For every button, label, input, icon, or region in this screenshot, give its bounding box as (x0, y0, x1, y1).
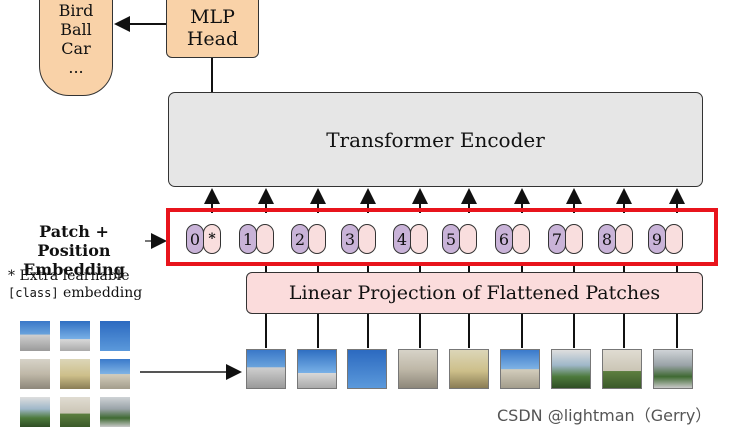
image-patch-2 (297, 349, 337, 389)
extra-note-line1: * Extra learnable (8, 268, 130, 284)
patch-lines (265, 314, 678, 348)
extra-embedding-note: * Extra learnable [class] embedding (8, 268, 168, 302)
image-patch-3 (347, 349, 387, 389)
pe-label-line2: Embedding (23, 260, 125, 279)
class-token-text: [class] (8, 286, 59, 300)
class-label-bird: Bird (58, 1, 94, 20)
watermark: CSDN @lightman（Gerry） (497, 406, 712, 425)
image-patch-9 (653, 349, 693, 389)
position-token-1: 1 (239, 224, 257, 254)
grid-patch-8 (60, 397, 90, 427)
image-patch-1 (246, 349, 286, 389)
class-output-box: Bird Ball Car ... (39, 0, 113, 96)
grid-patch-5 (60, 359, 90, 389)
image-patch-6 (500, 349, 540, 389)
mlp-head-line2: Head (186, 28, 239, 50)
image-patch-5 (449, 349, 489, 389)
transformer-encoder-box: Transformer Encoder (168, 92, 703, 187)
grid-patch-6 (100, 359, 130, 389)
pe-label-line1: Patch + Position (37, 222, 111, 260)
extra-note-line2: [class] embedding (8, 285, 168, 302)
extra-note-rest: embedding (58, 285, 143, 301)
patch-embedding-token-8 (615, 224, 633, 254)
image-patch-8 (602, 349, 642, 389)
patch-embedding-token-7 (565, 224, 583, 254)
patch-embedding-token-6 (512, 224, 530, 254)
patch-position-embedding-label: Patch + Position Embedding (4, 222, 144, 279)
patch-embedding-token-1 (256, 224, 274, 254)
embedding-highlight-box (166, 208, 718, 266)
class-label-more: ... (68, 58, 84, 77)
image-patch-7 (551, 349, 591, 389)
transformer-encoder-label: Transformer Encoder (326, 127, 545, 152)
grid-patch-1 (20, 321, 50, 351)
patch-embedding-token-5 (459, 224, 477, 254)
grid-patch-4 (20, 359, 50, 389)
image-patch-4 (398, 349, 438, 389)
linear-projection-box: Linear Projection of Flattened Patches (246, 272, 703, 314)
linear-projection-label: Linear Projection of Flattened Patches (288, 282, 661, 304)
class-label-car: Car (61, 39, 91, 58)
patch-embedding-token-4 (410, 224, 428, 254)
patch-embedding-token-3 (358, 224, 376, 254)
mlp-head-line1: MLP (190, 6, 235, 28)
patch-embedding-token-9 (665, 224, 683, 254)
grid-patch-7 (20, 397, 50, 427)
patch-embedding-token-2 (308, 224, 326, 254)
grid-patch-9 (100, 397, 130, 427)
grid-patch-2 (60, 321, 90, 351)
grid-patch-3 (100, 321, 130, 351)
mlp-head-box: MLP Head (166, 0, 259, 58)
class-label-ball: Ball (60, 20, 92, 39)
class-embedding-token: * (203, 224, 221, 254)
